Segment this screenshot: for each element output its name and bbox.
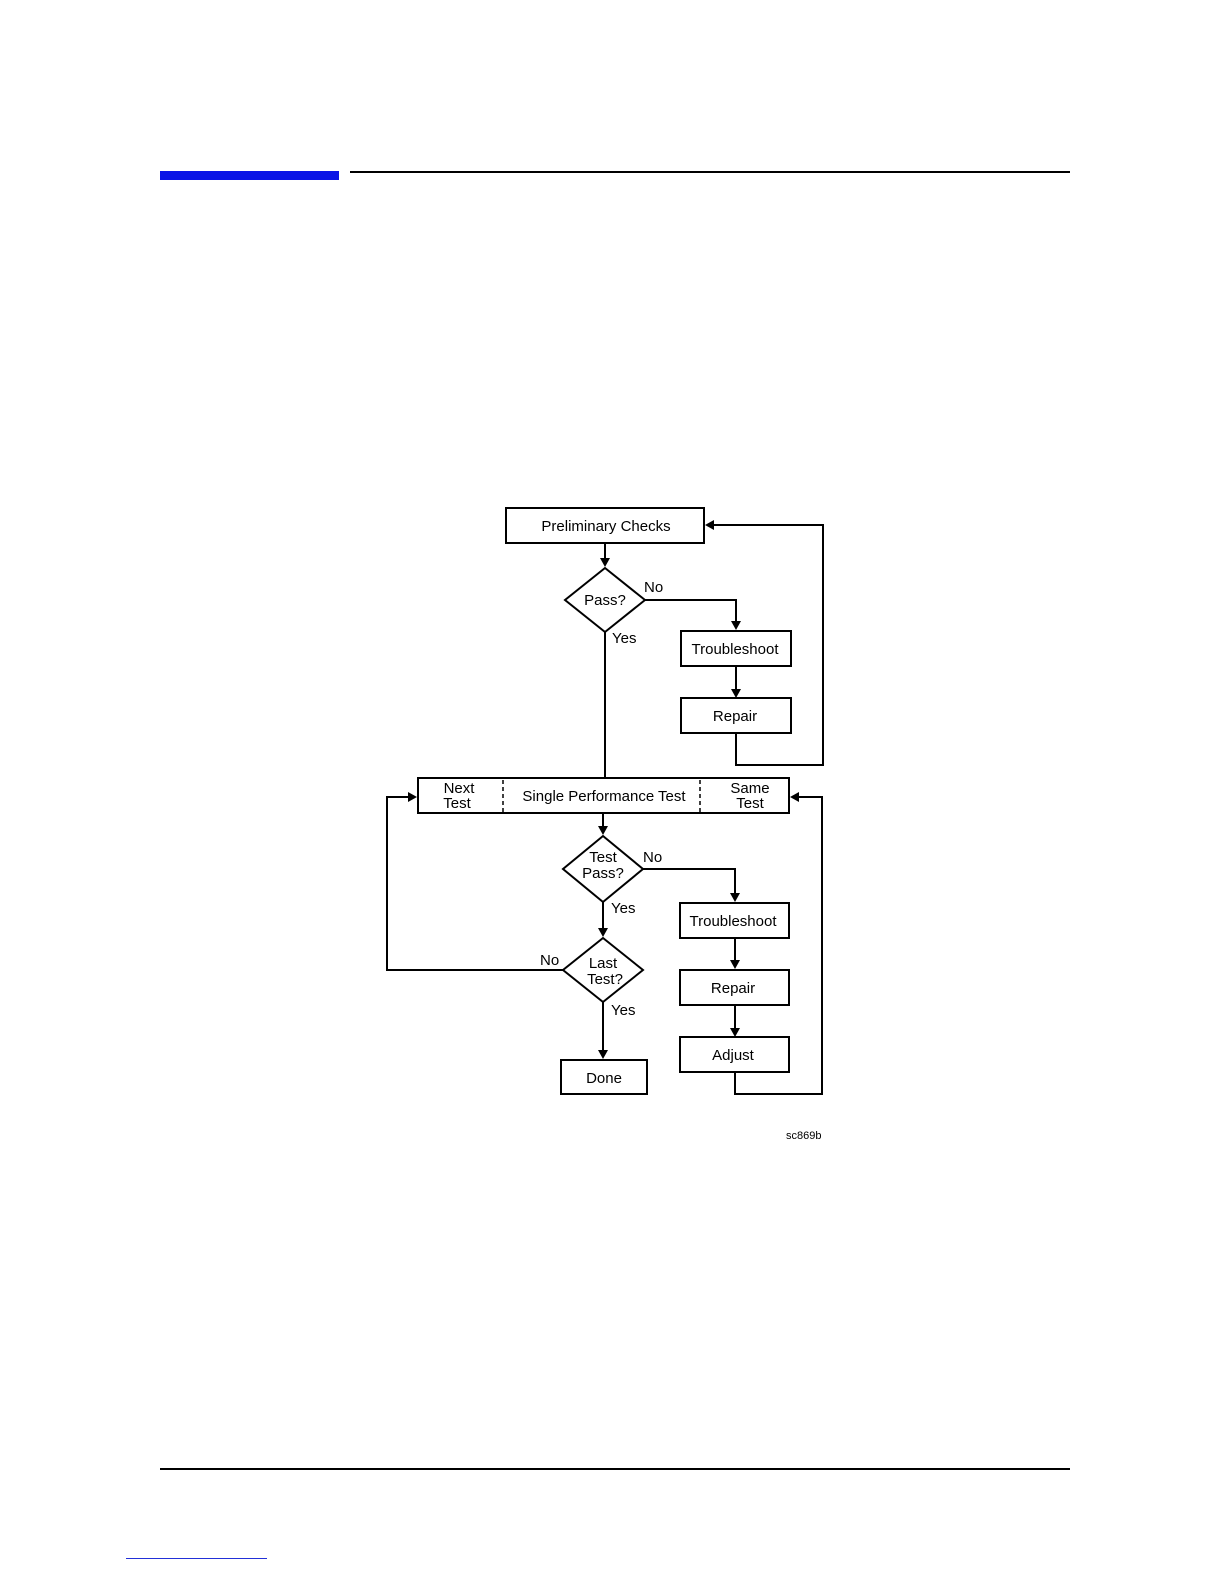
no-label-1: No	[644, 579, 663, 596]
repair-box-1: Repair	[681, 698, 791, 733]
arrowhead	[598, 826, 608, 835]
pass-decision-label: Pass?	[584, 592, 626, 609]
footer-link-underline[interactable]	[126, 1558, 267, 1559]
arrowhead	[600, 558, 610, 567]
arrowhead	[598, 928, 608, 937]
done-box: Done	[561, 1060, 647, 1094]
arrowhead	[730, 1028, 740, 1037]
adjust-label: Adjust	[712, 1047, 755, 1064]
repair-label-1: Repair	[713, 708, 757, 725]
test-pass-label-line2: Pass?	[582, 865, 624, 882]
connector-pass-no	[645, 600, 736, 621]
arrowhead	[790, 792, 799, 802]
preliminary-checks-box: Preliminary Checks	[506, 508, 704, 543]
test-pass-decision: Test Pass?	[563, 836, 643, 902]
arrowhead	[730, 960, 740, 969]
arrowhead	[598, 1050, 608, 1059]
adjust-box: Adjust	[680, 1037, 789, 1072]
arrowhead	[731, 621, 741, 630]
last-test-decision: Last Test?	[563, 938, 643, 1002]
figure-id-label: sc869b	[786, 1130, 821, 1142]
preliminary-checks-label: Preliminary Checks	[541, 518, 670, 535]
last-test-label-line2: Test?	[587, 971, 623, 988]
test-pass-label-line1: Test	[589, 849, 617, 866]
troubleshoot-label-2: Troubleshoot	[690, 913, 778, 930]
done-label: Done	[586, 1070, 622, 1087]
arrowhead	[408, 792, 417, 802]
pass-decision: Pass?	[565, 568, 645, 632]
next-test-label-line2: Test	[443, 795, 471, 812]
yes-label-1: Yes	[612, 630, 636, 647]
yes-label-2: Yes	[611, 900, 635, 917]
no-label-3: No	[540, 952, 559, 969]
single-performance-test-label: Single Performance Test	[522, 788, 686, 805]
last-test-label-line1: Last	[589, 955, 618, 972]
same-test-label-line2: Test	[736, 795, 764, 812]
repair-box-2: Repair	[680, 970, 789, 1005]
troubleshoot-box-2: Troubleshoot	[680, 903, 789, 938]
troubleshoot-label-1: Troubleshoot	[692, 641, 780, 658]
repair-label-2: Repair	[711, 980, 755, 997]
arrowhead	[705, 520, 714, 530]
footer-rule	[160, 1468, 1070, 1470]
connector-lasttest-no	[387, 797, 563, 970]
yes-label-3: Yes	[611, 1002, 635, 1019]
single-performance-test-box: Next Test Single Performance Test Same T…	[418, 778, 789, 813]
troubleshoot-box-1: Troubleshoot	[681, 631, 791, 666]
arrowhead	[730, 893, 740, 902]
no-label-2: No	[643, 849, 662, 866]
arrowhead	[731, 689, 741, 698]
connector-testpass-no	[643, 869, 735, 893]
